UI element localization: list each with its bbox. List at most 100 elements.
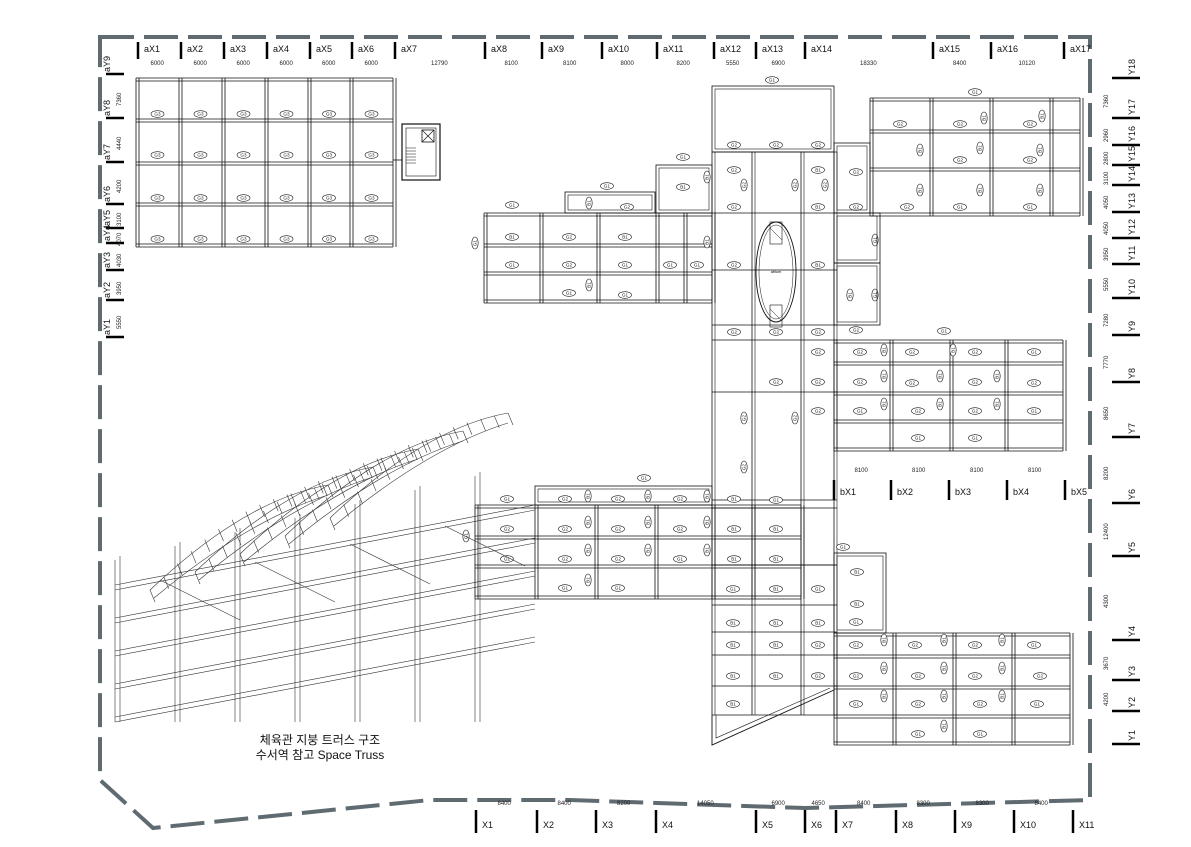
- tag-ur-6-text: B1: [978, 145, 983, 151]
- grid-span-top-3: 6000: [236, 61, 250, 67]
- grid-span-top-14: 18330: [860, 61, 877, 67]
- tag-lr-7-text: B1: [773, 621, 779, 626]
- truss-web-2-1: [253, 540, 259, 553]
- tag-lwu-17-text: B1: [587, 282, 592, 288]
- tag-lr-2-oval: [850, 600, 864, 608]
- tag-lwu-19: G1: [471, 236, 479, 250]
- tag-lr-10: B1: [769, 641, 783, 649]
- tag-core-20: B1: [846, 288, 854, 302]
- tag-ll-19-text: B1: [773, 557, 779, 562]
- tag-lwu-20-text: B1: [705, 174, 710, 180]
- block-a-tag-1-3: G3: [193, 235, 208, 243]
- tag-lr-36-text: B1: [1000, 665, 1005, 671]
- truss-web-1-3: [235, 533, 242, 546]
- tag-core-1: B1: [811, 203, 825, 211]
- tag-ll-20: G1: [462, 529, 470, 543]
- tag-ll-3: G1: [500, 555, 514, 563]
- tag-lwu-11-oval: [676, 153, 690, 161]
- truss-bottom-chord-3: [288, 440, 464, 545]
- grid-span-left-5: 4070: [117, 232, 123, 246]
- grid-label-ay4: aY4: [102, 224, 112, 241]
- truss-top-chord-3: [284, 430, 464, 537]
- tag-lwu-5: G2: [562, 261, 576, 269]
- tag-lr-40: B1: [940, 719, 948, 733]
- tag-lwu-7-text: G1: [566, 291, 573, 296]
- truss-web-0-3: [190, 551, 197, 564]
- frame-depth-beam-2: [349, 543, 431, 585]
- tag-lr-3: G1: [726, 585, 740, 593]
- tag-rm-25-oval: [949, 343, 957, 357]
- block-a-tag-0-2-text: G3: [154, 196, 161, 201]
- frame-depth-beam-1: [254, 561, 336, 603]
- tag-rm-22: B1: [936, 397, 944, 411]
- tag-ll-12-oval: [558, 555, 572, 563]
- block-a-tag-2-3: G3: [236, 235, 251, 243]
- tag-core-16-oval: [821, 178, 829, 192]
- tag-lwu-15-oval: [727, 261, 741, 269]
- tag-lwu-3-text: G2: [566, 235, 573, 240]
- block-a-tag-5-3-text: G3: [368, 237, 375, 242]
- tag-lr-5: G1: [811, 585, 825, 593]
- tag-core-3: G2: [769, 328, 783, 336]
- tag-core-12: G2: [769, 141, 783, 149]
- tag-lr-3-oval: [726, 585, 740, 593]
- tag-ur-11-text: B1: [918, 187, 923, 193]
- frame-floor-beam-1: [114, 537, 536, 619]
- tag-ur-top: G1: [968, 88, 982, 96]
- frame-floor-beam2-2: [114, 575, 536, 657]
- tag-core-23: B1: [811, 166, 825, 174]
- tag-lwu-5-text: G2: [566, 263, 573, 268]
- truss-web-3-2: [312, 509, 318, 522]
- tag-core-15-oval: [791, 178, 799, 192]
- frame-floor-beam-2: [114, 570, 536, 652]
- truss-top-chord-4: [329, 412, 509, 519]
- tag-ur-9-oval: [1023, 203, 1037, 211]
- grid-label-x1: X1: [482, 820, 494, 830]
- tag-rm-4: G2: [853, 378, 867, 386]
- truss-web-0-4: [204, 539, 211, 552]
- grid-label-y7: Y7: [1127, 422, 1137, 434]
- truss-web-2-9: [362, 463, 369, 476]
- block-a-tag-4-1: G3: [322, 151, 336, 159]
- truss-web-3-1: [298, 522, 304, 535]
- tag-lr-35-oval: [940, 661, 948, 675]
- space-truss-sketch: [114, 412, 536, 723]
- tag-tower-top-oval: [765, 76, 779, 84]
- tag-rm-1-oval: [905, 348, 919, 356]
- tag-core-14-text: G2: [742, 181, 747, 188]
- tag-core-8: G2: [740, 411, 748, 425]
- tag-rm-2-oval: [968, 348, 982, 356]
- tag-lr-10-oval: [769, 641, 783, 649]
- grid-span-top-13: 6900: [771, 61, 785, 67]
- grid-span-right-7: 3950: [1104, 247, 1110, 261]
- grid-label-y4: Y4: [1127, 625, 1137, 637]
- tag-rm-15-text: G2: [815, 350, 822, 355]
- tag-lr-8-oval: [811, 619, 825, 627]
- tag-lr-37: B1: [880, 689, 888, 703]
- grid-label-ax16: aX16: [997, 44, 1019, 54]
- tag-rm-8: G1: [853, 407, 867, 415]
- grid-label-x4: X4: [662, 820, 674, 830]
- tag-ll-27-oval: [584, 543, 592, 557]
- tag-ur-11-oval: [916, 183, 924, 197]
- tag-ll-14-oval: [673, 555, 687, 563]
- truss-web-4-12: [494, 415, 500, 428]
- tag-lr-15: B1: [726, 700, 740, 708]
- tag-rm-20: B1: [993, 369, 1001, 383]
- grid-span-right-4: 3100: [1104, 171, 1110, 185]
- tag-lr-34: B1: [880, 661, 888, 675]
- tag-rm-19-text: B1: [938, 373, 943, 379]
- tag-rm-21: B1: [880, 397, 888, 411]
- grid-span-left-7: 3950: [117, 281, 123, 295]
- tag-rm-17-text: G2: [815, 409, 822, 414]
- grid-span-top-6: 6000: [364, 61, 378, 67]
- tag-ll-2-text: G2: [504, 527, 511, 532]
- tag-lr-16-oval: [849, 618, 863, 626]
- grid-span-top-11: 8200: [676, 61, 690, 67]
- tag-lwu-6-oval: [618, 261, 632, 269]
- tag-ur-5-oval: [1023, 156, 1037, 164]
- tag-lr-1-text: B1: [854, 570, 860, 575]
- tag-ur-9: G1: [1023, 203, 1037, 211]
- tag-ur-12-oval: [976, 183, 984, 197]
- tag-ll-6-text: G2: [677, 497, 684, 502]
